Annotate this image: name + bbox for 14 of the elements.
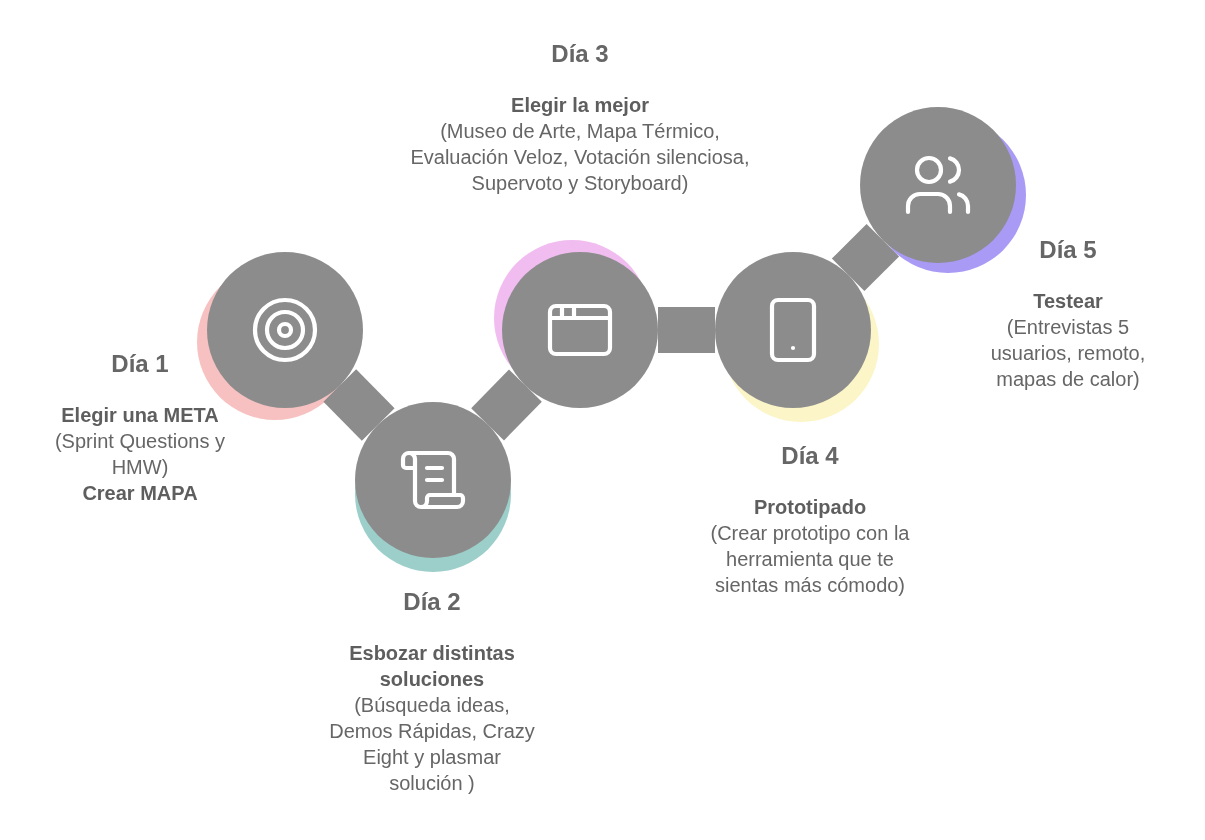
step-description: Elegir la mejor (Museo de Arte, Mapa Térmico, Evaluación Veloz, Votación silenciosa, Supervoto y Storyboard) [409, 93, 751, 196]
day-label: Día 4 [781, 442, 839, 470]
connector-band [323, 369, 395, 441]
day-label: Día 3 [551, 40, 609, 68]
connector-band [831, 223, 900, 292]
step-description: Testear (Entrevistas 5 usuarios, remoto, mapas de calor) [989, 289, 1147, 392]
day-label: Día 5 [1039, 236, 1097, 264]
connector-band [471, 369, 542, 441]
step-description: Elegir una META (Sprint Questions y HMW) Crear MAPA [53, 403, 227, 506]
day-label: Día 1 [111, 350, 169, 378]
day-label: Día 2 [403, 588, 461, 616]
step-description: Esbozar distintas soluciones (Búsqueda ideas, Demos Rápidas, Crazy Eight y plasmar solución ) [328, 641, 536, 796]
connector-band [658, 307, 715, 353]
step-description: Prototipado (Crear prototipo con la herramienta que te sientas más cómodo) [709, 495, 911, 598]
